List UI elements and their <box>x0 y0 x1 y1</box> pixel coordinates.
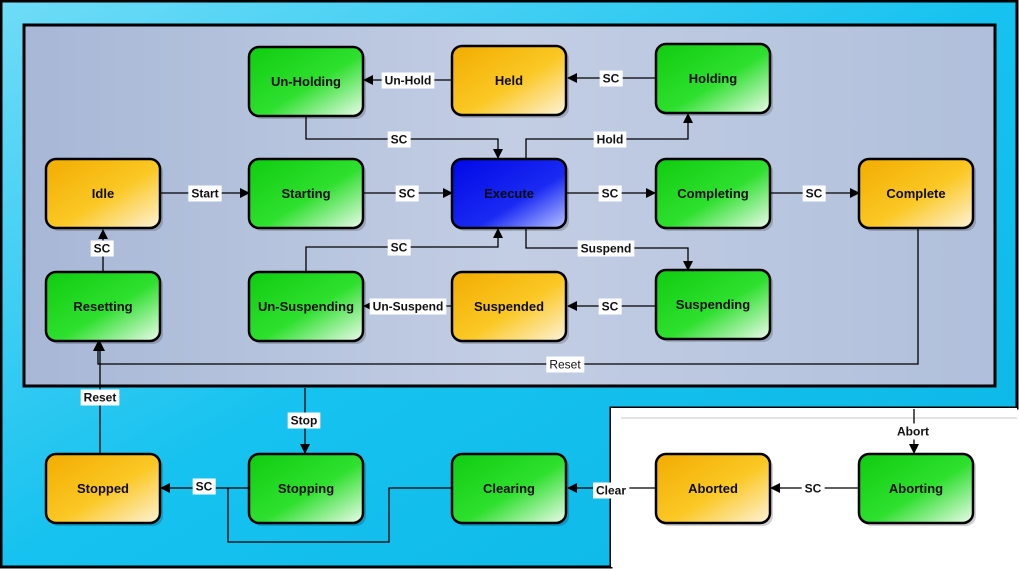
state-label-execute: Execute <box>484 186 534 201</box>
state-stopped: Stopped <box>44 452 163 526</box>
state-label-suspending: Suspending <box>676 297 750 312</box>
state-execute: Execute <box>450 157 569 231</box>
svg-text:Reset: Reset <box>84 391 117 405</box>
svg-text:Abort: Abort <box>897 425 929 439</box>
state-label-held: Held <box>495 73 523 88</box>
svg-text:Suspend: Suspend <box>581 242 632 256</box>
state-suspending: Suspending <box>654 268 773 342</box>
state-box <box>450 157 568 230</box>
transition-label-sc-suspending-to-suspended: SC <box>598 298 622 315</box>
state-box <box>450 44 568 117</box>
state-box <box>44 270 162 343</box>
state-label-completing: Completing <box>677 186 749 201</box>
state-box <box>654 452 772 525</box>
transition-label-start: Start <box>188 185 222 202</box>
transition-label-sc-unsuspending-to-execute: SC <box>387 239 411 256</box>
svg-text:SC: SC <box>391 133 408 147</box>
state-box <box>654 157 772 230</box>
state-box <box>654 42 772 115</box>
transition-label-hold: Hold <box>593 131 627 148</box>
svg-text:Reset: Reset <box>549 358 581 372</box>
state-label-idle: Idle <box>92 186 114 201</box>
svg-text:Stop: Stop <box>291 414 318 428</box>
transition-label-reset-from-complete: Reset <box>546 356 585 373</box>
state-unsuspending: Un-Suspending <box>247 270 366 344</box>
transition-label-sc-unholding-to-execute: SC <box>387 131 411 148</box>
state-suspended: Suspended <box>450 270 569 344</box>
state-idle: Idle <box>44 157 163 231</box>
transition-label-sc-stopping-to-stopped: SC <box>192 478 216 495</box>
state-label-unholding: Un-Holding <box>271 74 341 89</box>
state-label-starting: Starting <box>281 186 330 201</box>
state-aborting: Aborting <box>857 452 976 526</box>
transition-label-stop: Stop <box>287 412 321 429</box>
svg-text:SC: SC <box>399 187 416 201</box>
transition-label-suspend: Suspend <box>577 240 635 257</box>
transition-label-abort: Abort <box>894 423 932 440</box>
transition-label-sc-held-from-holding: SC <box>599 70 623 87</box>
state-label-holding: Holding <box>689 71 737 86</box>
transition-label-sc-execute-to-completing: SC <box>598 185 622 202</box>
state-starting: Starting <box>247 157 366 231</box>
transition-label-unhold: Un-Hold <box>381 72 435 89</box>
state-box <box>44 452 162 525</box>
svg-text:SC: SC <box>196 480 213 494</box>
state-label-suspended: Suspended <box>474 299 544 314</box>
transition-label-clear: Clear <box>592 482 630 499</box>
transition-label-sc-starting-to-execute: SC <box>395 185 419 202</box>
state-box <box>450 270 568 343</box>
state-box <box>44 157 162 230</box>
svg-text:SC: SC <box>94 242 111 256</box>
state-box <box>247 157 365 230</box>
state-resetting: Resetting <box>44 270 163 344</box>
state-box <box>857 452 975 525</box>
state-box <box>247 45 365 118</box>
state-held: Held <box>450 44 569 118</box>
state-completing: Completing <box>654 157 773 231</box>
state-label-aborted: Aborted <box>688 481 738 496</box>
svg-text:SC: SC <box>806 187 823 201</box>
transition-label-reset-from-stopped: Reset <box>80 389 120 406</box>
transition-label-sc-resetting-to-idle: SC <box>90 240 114 257</box>
transition-label-sc-completing-to-complete: SC <box>802 185 826 202</box>
state-stopping: Stopping <box>247 452 366 526</box>
state-clearing: Clearing <box>450 452 569 526</box>
state-holding: Holding <box>654 42 773 116</box>
svg-text:SC: SC <box>602 187 619 201</box>
state-box <box>247 452 365 525</box>
state-box <box>857 157 975 230</box>
state-label-aborting: Aborting <box>889 481 943 496</box>
state-box <box>654 268 772 341</box>
state-label-resetting: Resetting <box>73 299 132 314</box>
state-label-clearing: Clearing <box>483 481 535 496</box>
svg-text:Hold: Hold <box>597 133 624 147</box>
state-aborted: Aborted <box>654 452 773 526</box>
svg-text:Un-Suspend: Un-Suspend <box>373 300 444 314</box>
edge-complete-to-resetting <box>93 229 919 365</box>
svg-text:SC: SC <box>805 482 822 496</box>
svg-text:Clear: Clear <box>596 484 626 498</box>
transition-label-sc-aborting-to-aborted: SC <box>801 480 825 497</box>
state-label-unsuspending: Un-Suspending <box>258 299 354 314</box>
state-box <box>450 452 568 525</box>
svg-text:Un-Hold: Un-Hold <box>385 74 432 88</box>
svg-text:SC: SC <box>602 300 619 314</box>
svg-text:SC: SC <box>603 72 620 86</box>
state-unholding: Un-Holding <box>247 45 366 119</box>
edge-clearing-to-stopping <box>227 487 453 543</box>
state-label-stopped: Stopped <box>77 481 129 496</box>
state-label-stopping: Stopping <box>278 481 334 496</box>
state-box <box>247 270 365 343</box>
svg-text:SC: SC <box>391 241 408 255</box>
svg-text:Start: Start <box>191 187 218 201</box>
state-label-complete: Complete <box>886 186 945 201</box>
state-complete: Complete <box>857 157 976 231</box>
transition-label-unsuspend: Un-Suspend <box>369 298 447 315</box>
